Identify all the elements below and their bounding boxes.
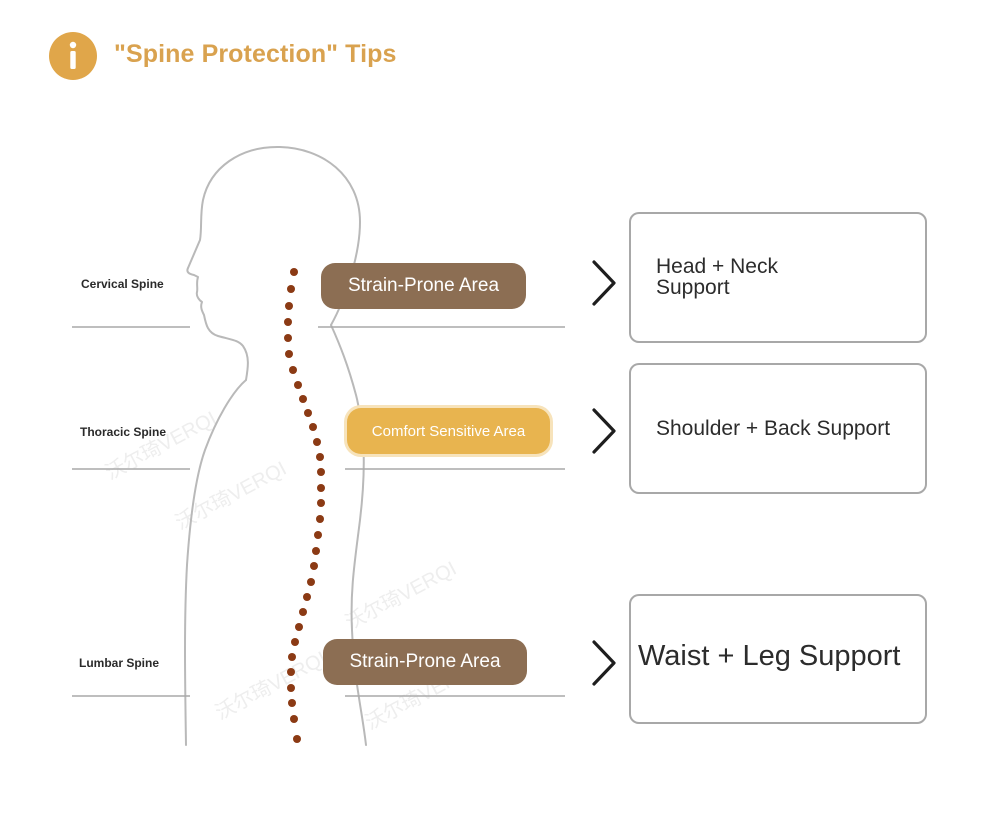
vertebra-dot — [317, 468, 325, 476]
vertebra-dot — [287, 684, 295, 692]
vertebra-dot — [293, 735, 301, 743]
zone-badge-lumbar: Strain-Prone Area — [323, 639, 527, 685]
divider-lines — [72, 326, 565, 697]
vertebra-dot — [285, 302, 293, 310]
support-label: Shoulder + Back Support — [656, 417, 891, 440]
zone-label: Comfort Sensitive Area — [371, 422, 526, 440]
vertebra-dot — [312, 547, 320, 555]
support-box-head-neck: Head + Neck Support — [629, 212, 927, 343]
vertebra-dot — [287, 668, 295, 676]
spine-vertebrae — [284, 268, 325, 743]
info-icon — [49, 32, 97, 80]
vertebra-dot — [316, 515, 324, 523]
vertebra-dot — [288, 699, 296, 707]
vertebra-dot — [295, 623, 303, 631]
support-box-waist-leg: Waist + Leg Support — [629, 594, 927, 724]
vertebra-dot — [309, 423, 317, 431]
watermark-text-1: 沃尔琦VERQI — [102, 407, 221, 485]
vertebra-dot — [314, 531, 322, 539]
vertebra-dot — [299, 395, 307, 403]
zone-badge-cervical: Strain-Prone Area — [321, 263, 526, 309]
vertebra-dot — [310, 562, 318, 570]
vertebra-dot — [290, 268, 298, 276]
zone-label: Strain-Prone Area — [347, 275, 500, 296]
zone-label: Strain-Prone Area — [349, 651, 501, 672]
watermark-text-3: 沃尔琦VERQI — [342, 557, 461, 635]
vertebra-dot — [307, 578, 315, 586]
vertebra-dot — [284, 318, 292, 326]
vertebra-dot — [284, 334, 292, 342]
vertebra-dot — [294, 381, 302, 389]
vertebra-dot — [304, 409, 312, 417]
chevron-right-icon — [592, 260, 616, 686]
vertebra-dot — [285, 350, 293, 358]
vertebra-dot — [316, 453, 324, 461]
vertebra-dot — [289, 366, 297, 374]
vertebra-dot — [288, 653, 296, 661]
label-lumbar-spine: Lumbar Spine — [79, 656, 160, 670]
vertebra-dot — [299, 608, 307, 616]
support-label: Waist + Leg Support — [638, 640, 901, 672]
vertebra-dot — [317, 499, 325, 507]
label-cervical-spine: Cervical Spine — [81, 277, 164, 291]
page-title: "Spine Protection" Tips — [114, 40, 397, 68]
vertebra-dot — [291, 638, 299, 646]
vertebra-dot — [290, 715, 298, 723]
support-label-line2: Support — [656, 276, 730, 299]
support-label-line1: Head + Neck — [656, 255, 778, 278]
vertebra-dot — [303, 593, 311, 601]
zone-badge-thoracic: Comfort Sensitive Area — [347, 408, 550, 454]
support-box-shoulder-back: Shoulder + Back Support — [629, 363, 927, 494]
vertebra-dot — [287, 285, 295, 293]
vertebra-dot — [313, 438, 321, 446]
watermark-text-4: 沃尔琦VERQI — [212, 647, 331, 725]
vertebra-dot — [317, 484, 325, 492]
label-thoracic-spine: Thoracic Spine — [80, 425, 167, 439]
